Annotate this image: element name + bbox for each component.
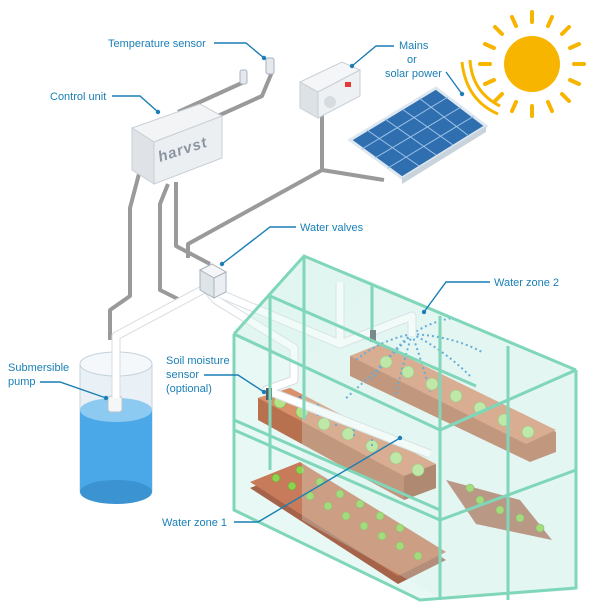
- soil-label-line3: (optional): [166, 383, 212, 395]
- control-unit-label: Control unit: [50, 91, 106, 103]
- water-zone-1-label: Water zone 1: [162, 517, 227, 529]
- temperature-sensor: [239, 57, 275, 85]
- mains-label-line3: solar power: [385, 68, 442, 80]
- temperature-sensor-label: Temperature sensor: [108, 38, 206, 50]
- soil-label-line1: Soil moisture: [166, 355, 230, 367]
- seedlings-lower: [271, 465, 545, 561]
- label-submersible-pump: Submersible pump: [8, 362, 109, 401]
- label-water-valves: Water valves: [219, 222, 364, 267]
- mains-label-line2: or: [407, 54, 417, 66]
- solar-panel: [347, 86, 489, 184]
- submersible-label-line1: Submersible: [8, 362, 69, 374]
- power-cables: [108, 71, 385, 340]
- mains-socket: [298, 61, 362, 119]
- water-zone-2-label: Water zone 2: [494, 277, 559, 289]
- greenhouse-frame: [232, 254, 578, 602]
- mains-label-line1: Mains: [399, 40, 429, 52]
- submersible-label-line2: pump: [8, 376, 36, 388]
- control-unit-box: harvst: [130, 103, 224, 185]
- water-valves-unit: [198, 263, 228, 299]
- label-control-unit: Control unit: [50, 91, 161, 115]
- water-valves-label: Water valves: [300, 222, 364, 234]
- label-water-zone-1: Water zone 1: [162, 435, 403, 529]
- label-soil-moisture: Soil moisture sensor (optional): [166, 355, 267, 395]
- label-mains-solar: Mains or solar power: [349, 40, 465, 97]
- label-temperature-sensor: Temperature sensor: [108, 38, 267, 61]
- soil-label-line2: sensor: [166, 369, 199, 381]
- label-water-zone-2: Water zone 2: [421, 277, 559, 315]
- sun-icon: [460, 10, 586, 118]
